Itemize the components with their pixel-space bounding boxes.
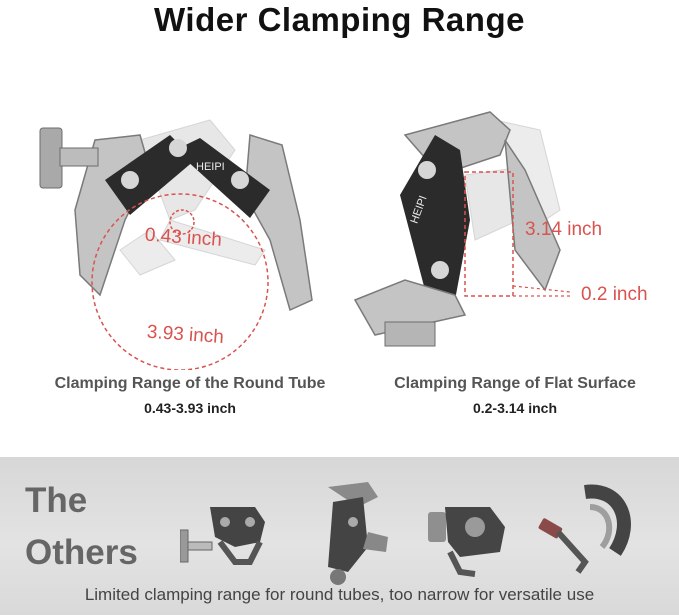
page-title: Wider Clamping Range xyxy=(154,1,525,38)
others-title: The Others xyxy=(25,475,138,579)
round-tube-caption-title: Clamping Range of the Round Tube xyxy=(54,375,326,392)
flat-gap-label: 0.2 inch xyxy=(581,284,648,305)
other-clamp-1-icon xyxy=(180,507,265,565)
round-tube-clamp-illustration: HEIPI 0.43 inch 3.93 inch xyxy=(39,119,313,370)
outer-diameter-label: 3.93 inch xyxy=(146,322,224,348)
flat-surface-clamp-illustration: HEIPI 3.14 inch 0.2 inch xyxy=(353,111,648,347)
other-clamp-3-icon xyxy=(428,507,505,577)
flat-height-box xyxy=(464,171,514,297)
black-arm xyxy=(400,135,470,300)
others-comparison-section: The Others Limited clamping range for ro… xyxy=(0,457,679,615)
knob xyxy=(39,127,63,189)
flat-surface-caption-title: Clamping Range of Flat Surface xyxy=(394,375,636,392)
inner-diameter-circle xyxy=(169,209,195,235)
right-black-arm xyxy=(175,138,270,218)
round-tube-caption-value: 0.43-3.93 inch xyxy=(144,400,236,416)
round-tube-panel: HEIPI 0.43 inch 3.93 inch xyxy=(20,100,340,370)
clamp-brand-text: HEIPI xyxy=(196,161,225,173)
bottom-jaw xyxy=(353,279,467,336)
right-jaw xyxy=(244,134,313,312)
other-clamp-4-icon xyxy=(538,484,631,574)
flat-surface-panel: HEIPI 3.14 inch 0.2 inch xyxy=(345,100,675,370)
others-title-line1: The xyxy=(25,481,88,520)
others-caption: Limited clamping range for round tubes, … xyxy=(84,585,595,604)
other-clamp-2-icon xyxy=(328,482,388,585)
flat-height-label: 3.14 inch xyxy=(525,219,602,240)
others-title-line2: Others xyxy=(25,533,138,572)
outer-diameter-circle xyxy=(91,193,269,370)
flat-surface-caption-value: 0.2-3.14 inch xyxy=(472,400,558,416)
